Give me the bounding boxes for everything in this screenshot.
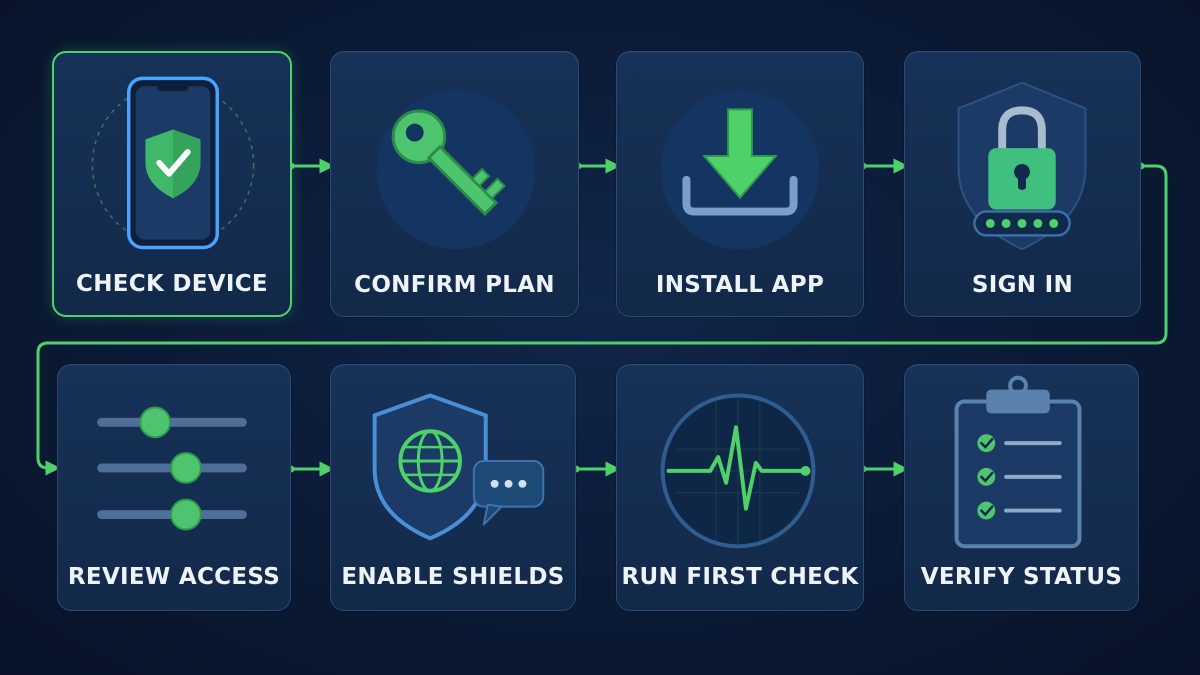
- connector-6-7: [572, 461, 621, 477]
- connector-3-4: [859, 158, 909, 174]
- clipboard-checklist-icon: [954, 375, 1082, 549]
- step-card-install-app[interactable]: INSTALL APP: [616, 51, 864, 317]
- step-label: SIGN IN: [971, 272, 1074, 298]
- download-icon: [660, 90, 820, 250]
- step-card-enable-shields[interactable]: ENABLE SHIELDS: [330, 364, 576, 611]
- step-label: REVIEW ACCESS: [67, 564, 281, 590]
- step-card-review-access[interactable]: REVIEW ACCESS: [57, 364, 291, 611]
- key-icon: [376, 90, 536, 250]
- sliders-icon: [97, 406, 247, 531]
- step-label: RUN FIRST CHECK: [621, 564, 859, 590]
- pulse-monitor-icon: [660, 393, 816, 549]
- step-card-sign-in[interactable]: SIGN IN: [904, 51, 1141, 317]
- shield-globe-chat-icon: [372, 393, 545, 541]
- step-label: ENABLE SHIELDS: [341, 564, 565, 590]
- phone-shield-icon: [91, 76, 255, 250]
- padlock-password-icon: [957, 81, 1087, 251]
- step-label: VERIFY STATUS: [920, 564, 1123, 590]
- step-card-run-first-check[interactable]: RUN FIRST CHECK: [616, 364, 864, 611]
- step-label: INSTALL APP: [655, 272, 825, 298]
- connector-2-3: [574, 158, 621, 174]
- connector-7-8: [859, 461, 909, 477]
- step-label: CHECK DEVICE: [76, 271, 268, 297]
- step-card-verify-status[interactable]: VERIFY STATUS: [904, 364, 1139, 611]
- connector-1-2: [287, 158, 335, 174]
- connector-5-6: [287, 461, 335, 477]
- step-label: CONFIRM PLAN: [354, 272, 555, 298]
- step-card-check-device[interactable]: CHECK DEVICE: [52, 51, 292, 317]
- step-card-confirm-plan[interactable]: CONFIRM PLAN: [330, 51, 579, 317]
